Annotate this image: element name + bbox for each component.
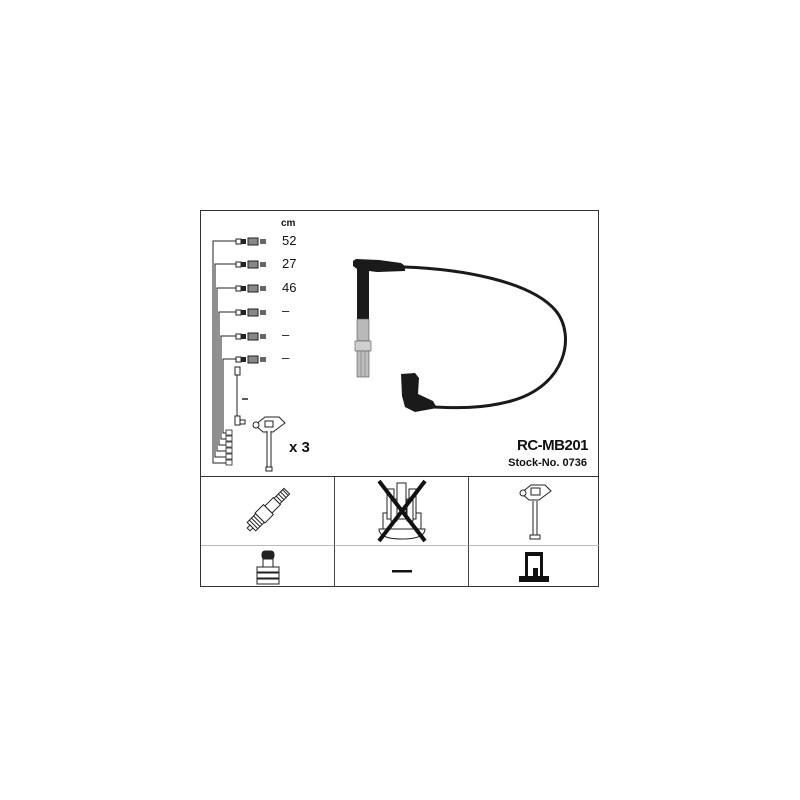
- grid-cell-spark-plug: [201, 477, 334, 545]
- grid-cell-coil-terminal: [468, 545, 599, 587]
- wire-length-6: –: [282, 350, 290, 365]
- wire-length-3: 46: [282, 280, 297, 295]
- coil-quantity: x 3: [289, 439, 310, 456]
- plug-terminal-icon: [256, 550, 280, 585]
- product-sheet: cm 52 27 46 – – – x 3 RC-MB201 Stock-No.…: [200, 210, 599, 587]
- coil-terminal-icon: [519, 552, 549, 582]
- stock-number: Stock-No. 0736: [508, 457, 587, 469]
- distributor-cap-icon: [377, 479, 427, 543]
- wire-diagram-icon: [212, 237, 567, 472]
- product-code: RC-MB201: [516, 437, 589, 454]
- spark-plug-icon: [246, 487, 291, 532]
- wire-length-2: 27: [282, 256, 297, 271]
- compatibility-grid: [201, 476, 599, 587]
- grid-cell-plug-terminal: [201, 545, 334, 587]
- wire-length-1: 52: [282, 233, 297, 248]
- ignition-coil-icon: [519, 484, 552, 540]
- wire-length-5: –: [282, 327, 290, 342]
- wire-length-4: –: [282, 303, 290, 318]
- wire-set-panel: cm 52 27 46 – – – x 3 RC-MB201 Stock-No.…: [201, 211, 598, 476]
- length-unit-label: cm: [281, 218, 296, 229]
- grid-cell-dash: [334, 545, 468, 587]
- dash-icon: [392, 570, 412, 573]
- grid-cell-ignition-coil: [468, 477, 599, 545]
- grid-cell-distributor-cap: [334, 477, 468, 545]
